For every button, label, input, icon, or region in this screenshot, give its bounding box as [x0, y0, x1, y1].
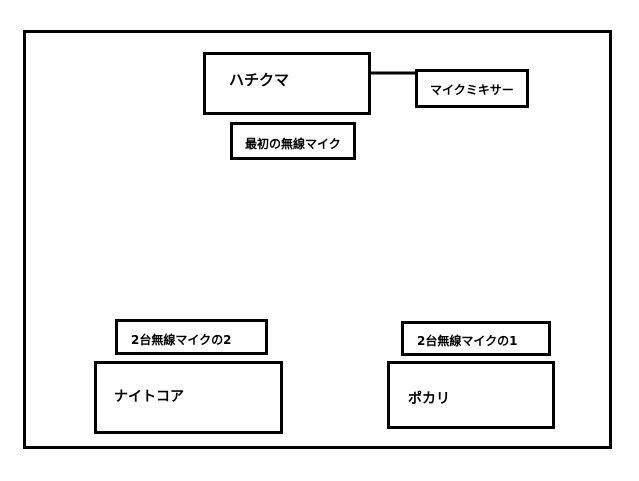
node-pocari: ポカリ [387, 361, 555, 429]
node-first-wireless-mic: 最初の無線マイク [230, 122, 356, 160]
node-mic-mixer: マイクミキサー [415, 69, 529, 108]
node-hachikuma-label: ハチクマ [229, 71, 290, 89]
node-nightcore: ナイトコア [94, 361, 283, 434]
node-first-wireless-mic-label: 最初の無線マイク [245, 137, 341, 151]
node-pocari-label: ポカリ [408, 391, 450, 407]
node-mic-mixer-label: マイクミキサー [430, 83, 514, 97]
node-hachikuma: ハチクマ [203, 52, 371, 115]
diagram-frame [23, 30, 612, 449]
node-wireless-mic-1-label: 2台無線マイクの1 [417, 334, 518, 348]
node-wireless-mic-2: 2台無線マイクの2 [115, 319, 268, 355]
node-wireless-mic-1: 2台無線マイクの1 [401, 321, 551, 356]
node-wireless-mic-2-label: 2台無線マイクの2 [131, 333, 232, 347]
node-nightcore-label: ナイトコア [114, 389, 184, 405]
